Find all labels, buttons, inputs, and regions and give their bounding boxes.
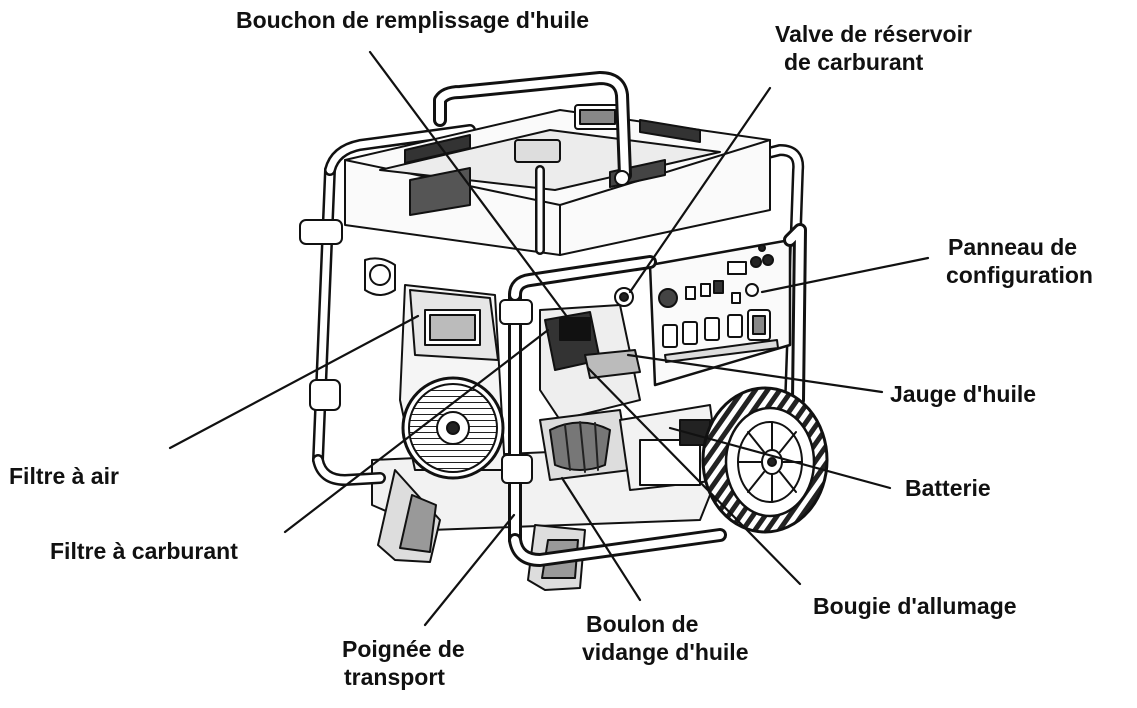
label-carry-handle-line2: transport [344, 664, 445, 690]
label-oil-drain-bolt: Boulon de vidange d'huile [582, 610, 749, 666]
label-fuel-valve-line2: de carburant [784, 49, 924, 75]
leader-bougie [586, 366, 802, 586]
label-oil-fill-cap: Bouchon de remplissage d'huile [236, 6, 589, 34]
label-oil-drain-bolt-line2: vidange d'huile [582, 639, 749, 665]
label-carry-handle: Poignée de transport [342, 635, 465, 691]
top-handle [433, 71, 632, 186]
frame-front [499, 165, 807, 567]
center-machinery [539, 304, 721, 491]
label-air-filter-text: Filtre à air [9, 463, 119, 489]
frame-rear [299, 124, 805, 486]
leader-filtre-carb [283, 328, 550, 534]
leader-bouchon [368, 50, 570, 320]
leader-panneau [760, 256, 930, 294]
wheel [701, 386, 829, 534]
label-control-panel-line2: configuration [946, 262, 1093, 288]
label-air-filter: Filtre à air [9, 462, 119, 490]
leader-batterie [668, 426, 892, 490]
label-oil-dipstick-text: Jauge d'huile [890, 381, 1037, 407]
leader-filtre-air [168, 314, 420, 450]
fuel-tank [344, 104, 771, 256]
air-filter-fan [401, 376, 505, 480]
control-panel-art [648, 238, 792, 387]
label-oil-fill-cap-text: Bouchon de remplissage d'huile [236, 7, 590, 33]
leader-boulon [560, 476, 642, 602]
leader-poignee [423, 513, 516, 627]
label-fuel-valve-line1: Valve de réservoir [775, 21, 972, 47]
leader-valve [628, 86, 772, 294]
label-control-panel: Panneau de configuration [946, 233, 1093, 289]
leader-jauge [626, 353, 884, 394]
label-fuel-filter: Filtre à carburant [50, 537, 238, 565]
label-battery: Batterie [905, 474, 991, 502]
leader-lines [168, 50, 930, 627]
label-oil-drain-bolt-line1: Boulon de [586, 611, 699, 637]
label-fuel-filter-text: Filtre à carburant [50, 538, 238, 564]
label-control-panel-line1: Panneau de [948, 234, 1078, 260]
label-fuel-valve: Valve de réservoir de carburant [775, 20, 972, 76]
label-carry-handle-line1: Poignée de [342, 636, 465, 662]
label-spark-plug-text: Bougie d'allumage [813, 593, 1017, 619]
label-spark-plug: Bougie d'allumage [813, 592, 1017, 620]
label-battery-text: Batterie [905, 475, 991, 501]
label-oil-dipstick: Jauge d'huile [890, 380, 1036, 408]
